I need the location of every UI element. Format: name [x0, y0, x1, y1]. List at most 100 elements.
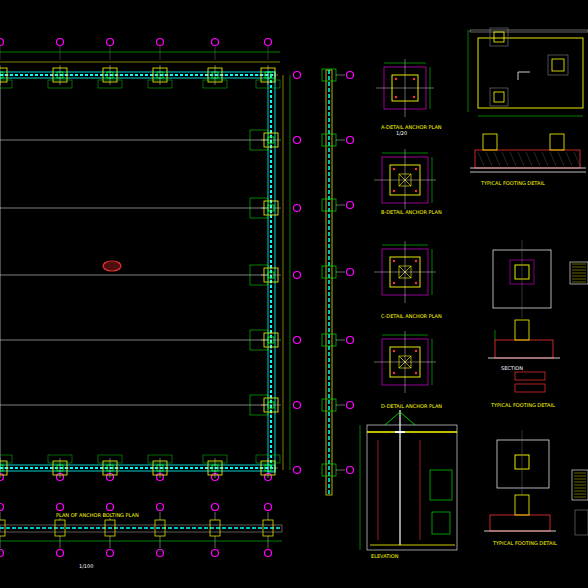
drawing-line [0, 74, 275, 76]
drawing-line [382, 153, 428, 154]
drawing-rect [497, 440, 549, 488]
drawing-line [105, 262, 106, 270]
drawing-line [270, 75, 272, 468]
drawing-line [518, 72, 519, 80]
drawing-rect [550, 134, 564, 150]
drawing-line [420, 440, 421, 540]
drawing-line [336, 340, 345, 341]
drawing-line [384, 63, 426, 64]
drawing-line [0, 536, 1, 548]
grid-bubble [212, 550, 219, 557]
drawing-rect [48, 455, 72, 463]
drawing-label: PLAN OF ANCHOR BOLTING PLAN [55, 512, 140, 518]
grid-bubble [347, 72, 354, 79]
drawing-rect [515, 384, 545, 392]
drawing-line [574, 497, 586, 498]
drawing-line [376, 88, 434, 89]
drawing-line [374, 180, 436, 181]
drawing-rect [572, 470, 588, 500]
drawing-line [271, 130, 272, 150]
drawing-line [215, 65, 216, 85]
drawing-line [382, 335, 428, 336]
drawing-rect [0, 455, 12, 463]
drawing-line [572, 270, 586, 271]
drawing-line [113, 262, 114, 270]
drawing-line [160, 65, 161, 85]
drawing-line [0, 62, 280, 63]
drawing-line [336, 205, 345, 206]
drawing-label: TYPICAL FOOTING DETAIL [480, 180, 546, 186]
drawing-label: SECTION [500, 365, 524, 371]
drawing-rect [0, 72, 275, 78]
grid-bubble [347, 402, 354, 409]
drawing-label: TYPICAL FOOTING DETAIL [492, 540, 558, 546]
drawing-line [0, 52, 280, 53]
drawing-rect [322, 399, 336, 411]
drawing-rect [250, 130, 268, 150]
drawing-line [60, 458, 61, 478]
drawing-line [572, 273, 586, 274]
drawing-line [522, 240, 523, 318]
drawing-line [336, 140, 345, 141]
grid-bubble [212, 39, 219, 46]
drawing-rect [483, 134, 497, 150]
drawing-line [268, 536, 269, 548]
drawing-line [572, 276, 586, 277]
drawing-line [215, 512, 216, 520]
drawing-rect [256, 80, 280, 88]
drawing-line [370, 545, 455, 546]
grid-bubble [347, 337, 354, 344]
drawing-line [215, 46, 216, 60]
anchor-bolt [415, 190, 417, 192]
drawing-line [336, 272, 345, 273]
drawing-rect [148, 80, 172, 88]
drawing-line [110, 536, 111, 548]
grid-bubble [107, 39, 114, 46]
drawing-line [0, 527, 282, 529]
drawing-line [395, 431, 405, 433]
anchor-bolt [413, 96, 415, 98]
drawing-line [574, 482, 586, 483]
anchor-bolt [415, 372, 417, 374]
drawing-rect [470, 30, 588, 32]
grid-bubble [157, 39, 164, 46]
drawing-rect [0, 520, 5, 536]
drawing-line [432, 339, 433, 385]
drawing-line [0, 541, 282, 542]
drawing-line [378, 440, 379, 540]
drawing-line [0, 75, 10, 76]
drawing-rect [494, 92, 504, 102]
grid-bubble [294, 337, 301, 344]
grid-bubble [157, 504, 164, 511]
drawing-rect [0, 80, 12, 88]
drawing-line [60, 65, 61, 85]
anchor-bolt [393, 282, 395, 284]
drawing-rect [322, 134, 336, 146]
drawing-line [60, 536, 61, 548]
drawing-line [0, 78, 1, 465]
anchor-bolt [415, 350, 417, 352]
drawing-rect [490, 28, 508, 46]
drawing-line [110, 65, 111, 85]
drawing-rect [250, 330, 268, 350]
drawing-line [572, 282, 586, 283]
drawing-line [542, 152, 548, 166]
drawing-line [0, 512, 1, 520]
drawing-line [470, 168, 586, 169]
drawing-line [336, 405, 345, 406]
drawing-line [215, 536, 216, 548]
drawing-line [502, 152, 508, 166]
drawing-label: ELEVATION [370, 553, 399, 559]
drawing-line [468, 30, 469, 112]
drawing-line [432, 157, 433, 203]
drawing-line [534, 152, 540, 166]
drawing-rect [250, 198, 268, 218]
grid-bubble [157, 550, 164, 557]
drawing-line [374, 272, 436, 273]
drawing-rect [430, 470, 452, 500]
drawing-rect [515, 495, 529, 515]
drawing-line [283, 75, 284, 470]
drawing-line [107, 262, 108, 270]
